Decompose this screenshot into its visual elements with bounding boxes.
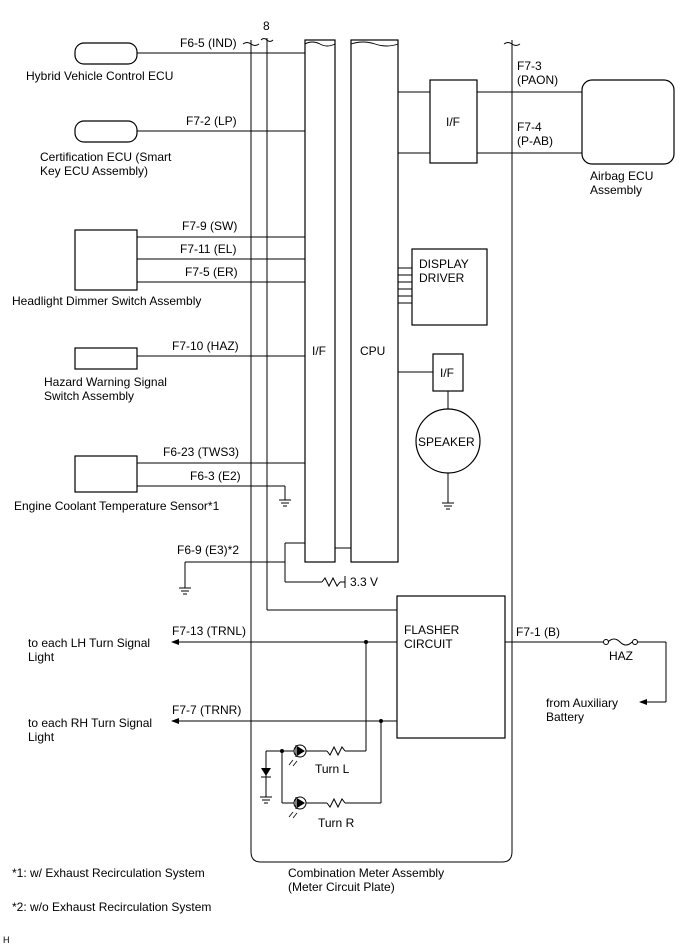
footnote-2: *2: w/o Exhaust Recirculation System — [12, 900, 211, 914]
flasher-label-1: FLASHER — [404, 623, 460, 637]
connector-8-label: 8 — [263, 19, 270, 33]
footnote-1: *1: w/ Exhaust Recirculation System — [12, 866, 205, 880]
ground-turn-icon — [260, 796, 272, 804]
pin-haz: F7-10 (HAZ) — [172, 339, 239, 353]
meter-outline — [250, 40, 513, 863]
resistor-3v3-icon — [321, 576, 341, 588]
hazard-switch-label-1: Hazard Warning Signal — [44, 375, 167, 389]
coolant-sensor-box — [74, 455, 138, 493]
airbag-ecu-label-2: Assembly — [590, 183, 642, 197]
meter-label-1: Combination Meter Assembly — [288, 866, 444, 880]
speaker-label: SPEAKER — [418, 435, 475, 449]
flasher-label-2: CIRCUIT — [404, 637, 453, 651]
cert-ecu-label-2: Key ECU Assembly) — [40, 164, 148, 178]
pin-sw: F7-9 (SW) — [182, 219, 237, 233]
display-driver-label-2: DRIVER — [419, 271, 465, 285]
pin-el: F7-11 (EL) — [180, 242, 236, 256]
if-left-label: I/F — [312, 344, 326, 358]
hybrid-ecu-label: Hybrid Vehicle Control ECU — [26, 69, 173, 83]
led-turn-l-icon — [288, 744, 307, 767]
node-turn-common — [280, 749, 284, 753]
rh-turn-label-1: to each RH Turn Signal — [28, 716, 152, 730]
turn-r-label: Turn R — [318, 816, 355, 830]
if-speaker-label: I/F — [440, 366, 454, 380]
cpu-block — [350, 39, 399, 563]
display-driver-block — [411, 248, 488, 326]
headlight-switch-label: Headlight Dimmer Switch Assembly — [12, 294, 201, 308]
aux-battery-label-1: from Auxiliary — [546, 696, 618, 710]
ground-speaker-icon — [442, 502, 454, 510]
pin-trnl: F7-13 (TRNL) — [172, 624, 246, 638]
pin-b: F7-1 (B) — [516, 625, 560, 639]
corner-mark: H — [3, 935, 10, 945]
pin-pab-2: (P-AB) — [517, 134, 553, 148]
rh-turn-label-2: Light — [28, 730, 55, 744]
connector-8-break — [260, 38, 274, 42]
fuse-haz-icon — [603, 638, 638, 646]
pin-e2: F6-3 (E2) — [190, 469, 241, 483]
lh-turn-label-2: Light — [28, 650, 55, 664]
pin-ind: F6-5 (IND) — [180, 36, 237, 50]
display-driver-label-1: DISPLAY — [419, 257, 469, 271]
resistor-turn-l-icon — [326, 745, 346, 757]
voltage-label: 3.3 V — [350, 575, 378, 589]
if-top-label: I/F — [446, 115, 460, 129]
lh-turn-label-1: to each LH Turn Signal — [28, 636, 150, 650]
if-left-break — [304, 41, 336, 47]
hazard-switch-label-2: Switch Assembly — [44, 389, 134, 403]
turn-l-label: Turn L — [315, 762, 350, 776]
coolant-sensor-label: Engine Coolant Temperature Sensor*1 — [14, 499, 220, 513]
pin-er: F7-5 (ER) — [185, 265, 238, 279]
cpu-break — [350, 41, 399, 47]
pin-e3: F6-9 (E3)*2 — [177, 543, 239, 557]
hazard-switch-box — [74, 347, 138, 370]
diode-icon — [261, 768, 271, 778]
pin-lp: F7-2 (LP) — [186, 114, 237, 128]
cpu-label: CPU — [360, 344, 385, 358]
airbag-ecu-label-1: Airbag ECU — [590, 169, 653, 183]
pin-tws3: F6-23 (TWS3) — [163, 445, 239, 459]
airbag-ecu-box — [581, 79, 675, 165]
cert-ecu-label-1: Certification ECU (Smart — [40, 150, 172, 164]
pin-trnr: F7-7 (TRNR) — [172, 703, 241, 717]
meter-break-right — [503, 42, 521, 46]
pin-paon-2: (PAON) — [517, 73, 558, 87]
hybrid-ecu-box — [74, 42, 138, 65]
flasher-circuit-block — [396, 595, 506, 739]
meter-label-2: (Meter Circuit Plate) — [288, 880, 395, 894]
display-driver-bus — [398, 267, 412, 304]
if-speaker-block — [432, 353, 464, 392]
fuse-haz-label: HAZ — [609, 649, 633, 663]
led-turn-r-icon — [288, 796, 307, 819]
meter-break-left — [242, 42, 260, 46]
pin-pab-1: F7-4 — [517, 120, 542, 134]
ground-e3-icon — [179, 587, 191, 595]
aux-battery-label-2: Battery — [546, 710, 584, 724]
if-left-block — [304, 39, 336, 563]
headlight-switch-box — [74, 229, 138, 291]
cert-ecu-box — [74, 120, 138, 143]
if-top-block — [429, 79, 478, 164]
ground-e2-icon — [279, 499, 291, 507]
pin-paon-1: F7-3 — [517, 59, 542, 73]
resistor-turn-r-icon — [326, 797, 346, 809]
